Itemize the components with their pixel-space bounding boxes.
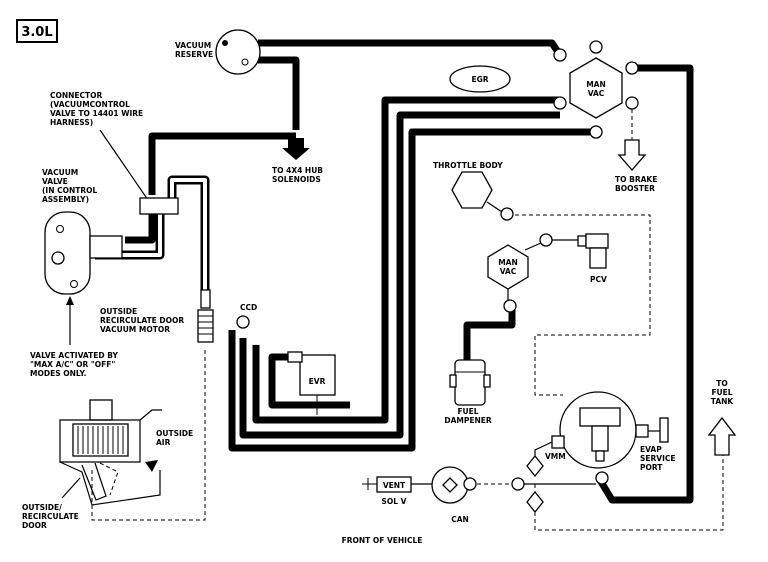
vacuum-reserve-label-1: VACUUM [175,41,211,50]
fuel-dampener-label-1: FUEL [457,407,478,416]
hose-connector-to-valve [125,205,156,244]
hose-reserve-to-4x4 [258,56,300,130]
hose-4x4-to-connector [148,132,296,195]
evap-label-2: SERVICE [640,454,676,463]
connector-label-2: (VACUUMCONTROL [50,100,130,109]
outside-air-label-1: OUTSIDE [156,429,193,438]
hvac-box: OUTSIDE AIR OUTSIDE/ RECIRCULATE DOOR [22,399,193,530]
hose-manvac-to-dampener [463,310,516,362]
hose-line-3 [228,128,596,452]
vacuum-valve-label-4: ASSEMBLY) [42,195,89,204]
valve-activated-note: VALVE ACTIVATED BY "MAX A/C" OR "OFF" MO… [30,296,119,378]
ccd: CCD [236,303,257,329]
recirc-door-label-3: DOOR [22,521,47,530]
brake-booster-label-1: TO BRAKE [615,175,657,184]
valve-activated-label-2: "MAX A/C" OR "OFF" [30,360,115,369]
vent-label: VENT [383,481,406,490]
to-4x4-hub: TO 4X4 HUB SOLENOIDS [272,138,323,184]
vacuum-reserve: VACUUM RESERVE [175,29,261,75]
man-vac-top-label-1: MAN [586,80,606,89]
vmm: VMM [545,435,566,461]
manifold-vacuum-mid: MAN VAC [487,233,580,313]
connector-label-4: HARNESS) [50,118,93,127]
can: CAN [431,466,477,524]
to-4x4-label-2: SOLENOIDS [272,175,321,184]
pcv-label: PCV [590,275,607,284]
hose-manvac-right [596,64,694,504]
vent-sol-v: VENT SOL V [362,476,432,506]
vmm-label: VMM [545,452,566,461]
outside-air-label-2: AIR [156,438,171,447]
throttle-body-label: THROTTLE BODY [433,161,503,170]
evap-label-1: EVAP [640,445,662,454]
evap-label-3: PORT [640,463,663,472]
fuel-dampener-label-2: DAMPENER [444,416,492,425]
recirc-motor-label-2: RECIRCULATE DOOR [100,316,184,325]
fuel-tank-label-2: FUEL [711,388,732,397]
front-of-vehicle-label: FRONT OF VEHICLE [342,536,423,545]
hose-evr-loop [268,353,350,409]
recirc-motor-label-1: OUTSIDE [100,307,137,316]
evr-label: EVR [309,377,326,386]
bottom-junctions [511,441,596,514]
recirc-door-label-1: OUTSIDE/ [22,503,62,512]
fuel-tank-label-1: TO [716,379,728,388]
egr: EGR [449,65,511,93]
man-vac-top-label-2: VAC [588,89,605,98]
vacuum-hoses [125,39,694,504]
fuel-tank-label-3: TANK [711,397,735,406]
brake-booster-label-2: BOOSTER [615,184,655,193]
manifold-vacuum-top: MAN VAC TO BRAKE BOOSTER [553,40,657,193]
hose-egr-line [252,96,560,424]
to-fuel-tank: TO FUEL TANK [707,379,737,456]
ccd-label: CCD [240,303,257,312]
hose-reserve-to-manvac [258,39,563,57]
valve-activated-label-3: MODES ONLY. [30,369,87,378]
outside-recirc-motor: OUTSIDE RECIRCULATE DOOR VACUUM MOTOR [100,289,214,343]
recirc-motor-label-3: VACUUM MOTOR [100,325,170,334]
throttle-body: THROTTLE BODY [433,161,514,221]
engine-badge: 3.0L [16,19,58,43]
sol-v-label: SOL V [382,497,407,506]
connector-label: CONNECTOR (VACUUMCONTROL VALVE TO 14401 … [50,91,179,215]
vacuum-valve-label-1: VACUUM [42,168,78,177]
evr: EVR [287,351,336,415]
vacuum-valve: VACUUM VALVE (IN CONTROL ASSEMBLY) [42,168,123,295]
man-vac-mid-label-1: MAN [498,258,518,267]
vacuum-valve-label-3: (IN CONTROL [42,186,98,195]
fuel-dampener: FUEL DAMPENER [444,359,492,425]
evap-service-port: EVAP SERVICE PORT [559,391,676,485]
vacuum-reserve-label-2: RESERVE [175,50,213,59]
man-vac-mid-label-2: VAC [500,267,517,276]
connector-label-3: VALVE TO 14401 WIRE [50,109,143,118]
recirc-door-label-2: RECIRCULATE [22,512,79,521]
pcv: PCV [577,233,609,284]
valve-activated-label-1: VALVE ACTIVATED BY [30,351,119,360]
vacuum-valve-label-2: VALVE [42,177,68,186]
hose-line-2 [239,111,560,439]
to-4x4-label-1: TO 4X4 HUB [272,166,323,175]
connector-label-1: CONNECTOR [50,91,103,100]
can-label: CAN [451,515,469,524]
engine-badge-text: 3.0L [21,25,52,40]
egr-label: EGR [471,75,488,84]
